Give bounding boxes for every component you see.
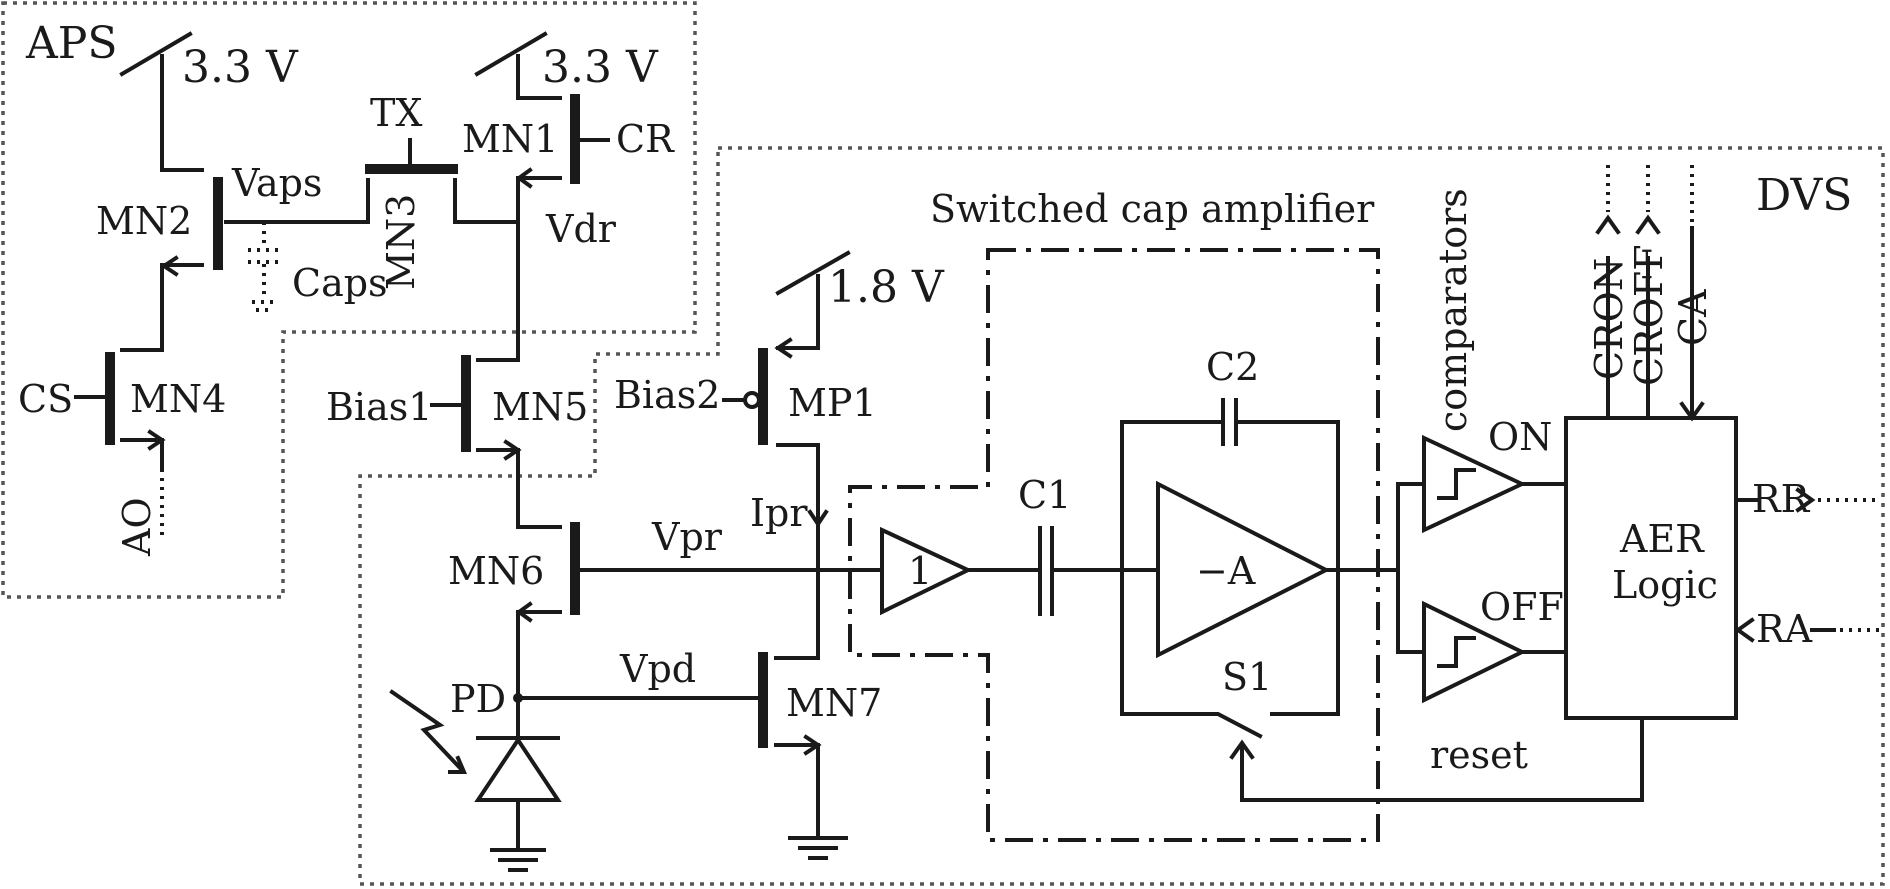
wire-supply-mn1: [516, 54, 562, 100]
ground-pd: [490, 798, 546, 872]
vpd-label: Vpd: [619, 647, 696, 691]
mn4-label: MN4: [130, 377, 226, 421]
buffer-triangle: [880, 526, 973, 616]
mn5-arrow: [503, 439, 522, 461]
dvs-label: DVS: [1756, 170, 1852, 221]
s1-label: S1: [1222, 655, 1272, 699]
comparator-off-triangle: [1422, 600, 1527, 704]
cr-label: CR: [616, 117, 675, 161]
mn7-label: MN7: [786, 681, 882, 725]
wire-reset: [1240, 716, 1644, 802]
dvs-region-border: [358, 146, 1885, 886]
mn1-label: MN1: [462, 117, 558, 161]
aps-region-border: [1, 1, 697, 599]
caps-capacitor-dashed: [248, 222, 280, 312]
wire-vaps-node: [224, 178, 370, 224]
aer-line1-label: AER: [1619, 517, 1705, 561]
aer-line2-label: Logic: [1612, 563, 1718, 607]
mn2-label: MN2: [96, 199, 192, 243]
rr-label: RR: [1752, 477, 1811, 521]
comparator-off-hysteresis-icon: [1437, 636, 1476, 668]
mp1-arrow: [774, 337, 793, 359]
wire-mn3-vdr: [453, 178, 520, 224]
cs-label: CS: [18, 377, 73, 421]
cron-label: CRON: [1587, 258, 1631, 380]
amplifier-triangle: [1156, 480, 1331, 659]
reset-arrow: [1229, 739, 1255, 760]
mn6-label: MN6: [448, 549, 544, 593]
mn4-arrow: [147, 429, 166, 451]
vaps-label: Vaps: [231, 161, 322, 205]
vdr-label: Vdr: [545, 207, 617, 251]
on-label: ON: [1488, 415, 1552, 459]
ipr-label: Ipr: [750, 491, 808, 535]
ipr-arrow: [807, 509, 829, 528]
comparators-label: comparators: [1431, 188, 1475, 432]
wire-supply-mp1: [776, 274, 820, 350]
mp1-label: MP1: [788, 381, 877, 425]
supply-dvs-label: 1.8 V: [828, 262, 945, 313]
wire-mn2-mn4: [120, 263, 204, 352]
amp-gain-label: −A: [1196, 549, 1256, 593]
mn1-arrow: [515, 167, 533, 189]
switched-cap-amp-region: [848, 248, 1380, 842]
bias2-label: Bias2: [614, 373, 720, 417]
cron-arrow: [1595, 214, 1621, 235]
ca-label: CA: [1671, 289, 1715, 346]
mn3-label: MN3: [379, 194, 423, 290]
wire-supply-mn2: [160, 54, 204, 172]
croff-arrow: [1635, 214, 1661, 235]
ra-arrow: [1734, 617, 1755, 643]
croff-label: CROFF: [1627, 244, 1671, 386]
buffer-gain-label: 1: [908, 549, 932, 593]
wire-mn5: [476, 358, 562, 529]
supply-left-slash: [119, 31, 193, 77]
wire-feedback-s1: [1120, 568, 1340, 739]
pd-label: PD: [450, 677, 506, 721]
wire-feedback-c2: [1120, 420, 1340, 572]
tx-label: TX: [370, 91, 422, 135]
caps-label: Caps: [292, 261, 388, 305]
bias1-label: Bias1: [326, 385, 432, 429]
mn7-arrow: [803, 734, 822, 756]
wire-mn6-pd: [516, 610, 562, 740]
aer-logic-block: [1564, 416, 1738, 720]
vpr-label: Vpr: [651, 515, 723, 559]
mn5-label: MN5: [492, 385, 588, 429]
comparator-on-hysteresis-icon: [1437, 468, 1476, 500]
aps-label: APS: [25, 18, 118, 69]
rr-arrow: [1795, 487, 1816, 513]
off-label: OFF: [1480, 585, 1564, 629]
supply-aps-right-label: 3.3 V: [542, 42, 659, 93]
supply-right-slash: [474, 31, 548, 77]
supply-aps-left-label: 3.3 V: [182, 42, 299, 93]
ra-label: RA: [1756, 607, 1813, 651]
reset-label: reset: [1430, 733, 1528, 777]
mp1-gate-bubble: [743, 391, 761, 409]
light-arrow-icon: [389, 689, 468, 774]
c2-label: C2: [1206, 345, 1259, 389]
supply-dvs-slash: [775, 250, 851, 296]
wire-comparator-inputs: [1396, 482, 1426, 654]
comparator-on-triangle: [1422, 434, 1527, 534]
c1-label: C1: [1018, 473, 1071, 517]
wire-mp1-mn7: [774, 443, 820, 660]
mn6-arrow: [515, 601, 533, 623]
switched-cap-amp-label: Switched cap amplifier: [930, 187, 1375, 231]
wire-mn7-ground: [774, 743, 848, 860]
ca-arrow: [1679, 401, 1705, 422]
photodiode-triangle: [474, 736, 562, 802]
mn2-arrow: [160, 255, 179, 277]
ao-label: AO: [115, 497, 159, 557]
